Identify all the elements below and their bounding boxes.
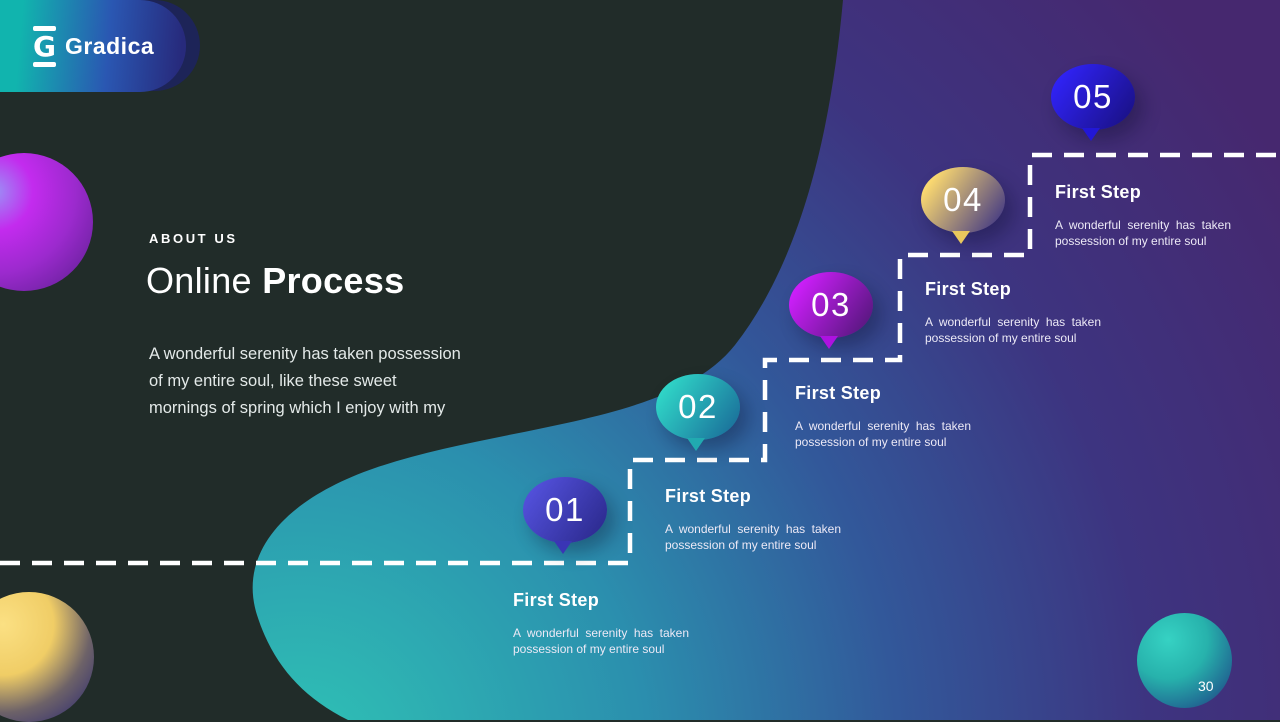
step-bubble-05: 05: [1051, 64, 1135, 141]
bubble-tail: [952, 231, 970, 244]
step-body: A wonderful serenity has taken possessio…: [925, 315, 1101, 345]
step-title: First Step: [513, 590, 600, 610]
step-bubble-01: 01: [523, 477, 607, 554]
intro-paragraph: A wonderful serenity has taken possessio…: [149, 345, 461, 417]
decorative-sphere-teal: [1137, 613, 1232, 708]
step-body: A wonderful serenity has taken possessio…: [513, 626, 689, 656]
bubble-tail: [554, 541, 572, 554]
step-text-05: First Step A wonderful serenity has take…: [1055, 182, 1231, 249]
bubble-tail: [820, 336, 838, 349]
step-body: A wonderful serenity has taken possessio…: [665, 522, 841, 552]
process-staircase-path: [0, 152, 1280, 566]
page-title: Online Process: [146, 260, 405, 301]
logo-g-icon: G: [33, 25, 56, 67]
step-text-03: First Step A wonderful serenity has take…: [795, 383, 971, 450]
step-body: A wonderful serenity has taken possessio…: [795, 419, 971, 449]
gradica-logo: G Gradica: [0, 0, 186, 92]
page-number: 30: [1198, 678, 1214, 694]
step-bubble-03: 03: [789, 272, 873, 349]
step-bubble-02: 02: [656, 374, 740, 451]
step-title: First Step: [795, 383, 882, 403]
brand-name: Gradica: [65, 32, 155, 59]
bubble-tail: [687, 438, 705, 451]
step-title: First Step: [1055, 182, 1142, 202]
step-text-01: First Step A wonderful serenity has take…: [513, 590, 689, 657]
step-text-02: First Step A wonderful serenity has take…: [665, 486, 841, 553]
logo-letter: G: [33, 29, 56, 63]
step-title: First Step: [925, 279, 1012, 299]
step-body: A wonderful serenity has taken possessio…: [1055, 218, 1231, 248]
section-eyebrow: ABOUT US: [149, 231, 238, 246]
bubble-tail: [1082, 128, 1100, 141]
step-text-04: First Step A wonderful serenity has take…: [925, 279, 1101, 346]
step-bubble-04: 04: [921, 167, 1005, 244]
step-title: First Step: [665, 486, 752, 506]
